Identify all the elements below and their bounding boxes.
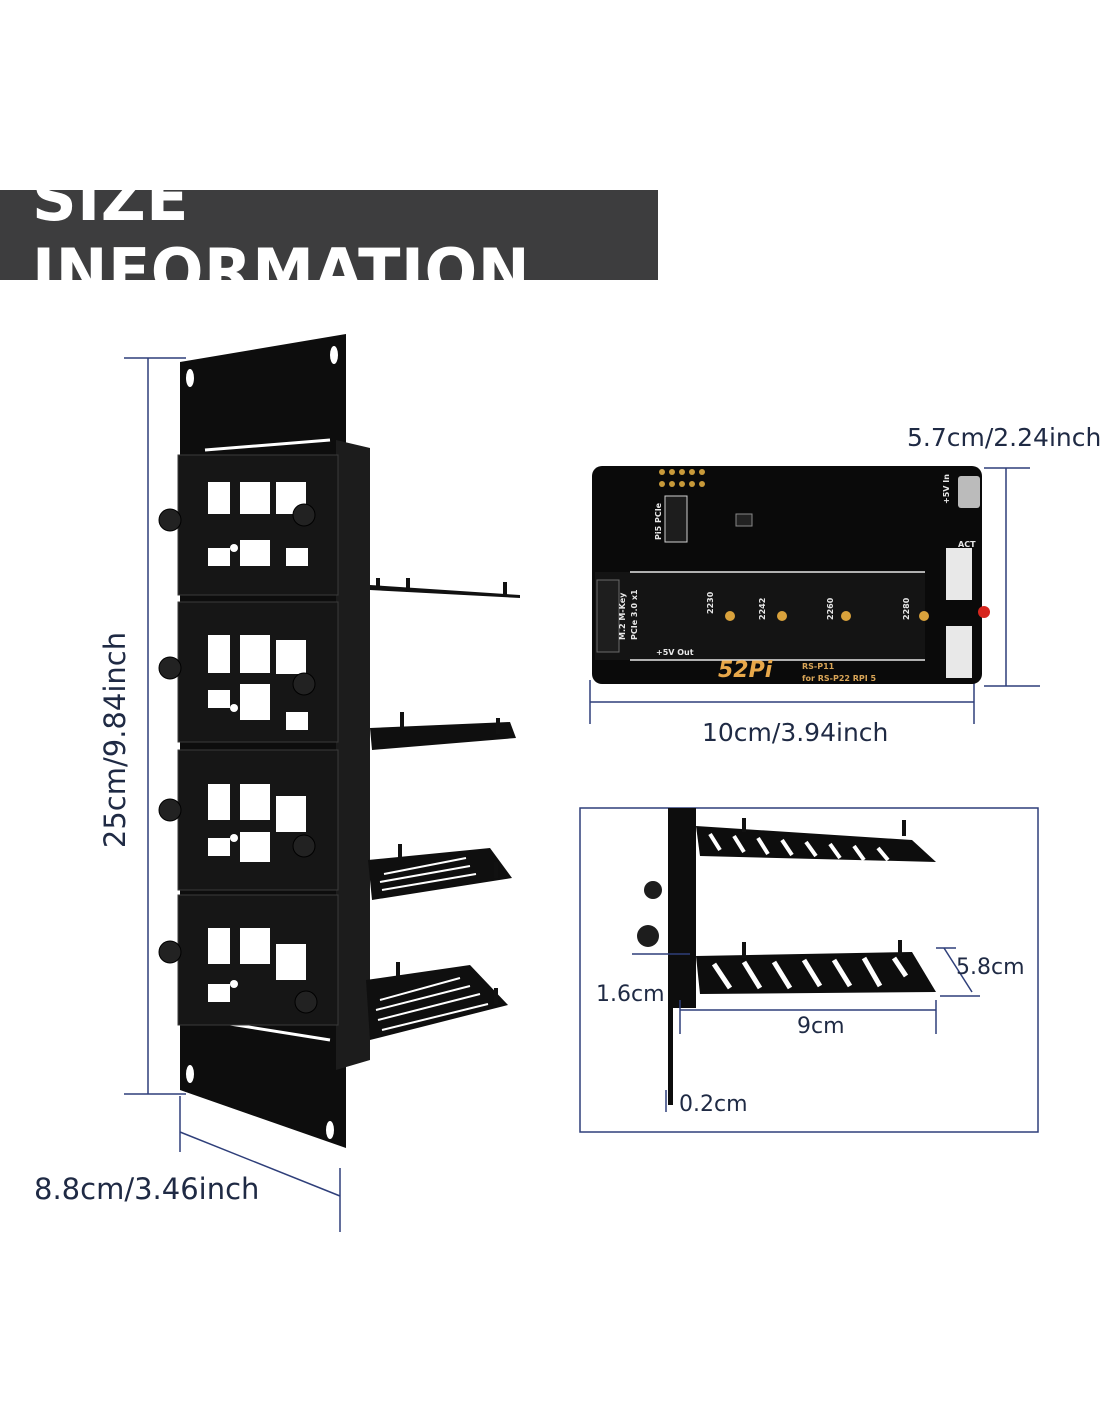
shelf-detail-dimension-lines	[632, 947, 980, 1112]
board-height-dimension-line	[984, 467, 1040, 687]
board-hole-2260: 2260	[826, 597, 835, 620]
board-act-label: ACT	[958, 540, 976, 549]
rack-height-label: 25cm/9.84inch	[98, 631, 132, 849]
rack-height-dimension-line	[124, 357, 186, 1095]
rack-shelf-4	[366, 962, 508, 1040]
rack-shelf-1	[370, 578, 520, 598]
rack-width-dimension-line	[179, 1096, 341, 1232]
rack-width-label: 8.8cm/3.46inch	[34, 1172, 260, 1206]
rack-module-2	[158, 601, 339, 743]
board-width-dimension-line	[589, 680, 975, 724]
board-logo: 52Pi	[718, 658, 773, 683]
board-hole-2280: 2280	[902, 597, 911, 620]
board-model-line2: for RS-P22 RPI 5	[802, 674, 877, 683]
board-slot-label-line1: M.2 M-Key	[618, 592, 627, 640]
shelf-width-label: 9cm	[797, 1014, 845, 1039]
rack-module-3	[158, 749, 339, 891]
board-hole-2230: 2230	[706, 591, 715, 614]
board-power-out-label: +5V Out	[656, 648, 694, 657]
standoff-label: 1.6cm	[596, 982, 665, 1007]
pcie-board	[592, 466, 990, 684]
shelf-detail-illustration	[637, 808, 936, 1105]
board-height-label: 5.7cm/2.24inch	[907, 423, 1100, 452]
board-power-in-label: +5V In	[942, 474, 951, 504]
rack-module-1	[158, 454, 339, 596]
board-connector-label: Pi5 PCIe	[654, 502, 663, 540]
board-hole-2242: 2242	[758, 597, 767, 620]
shelf-depth-label: 5.8cm	[956, 955, 1025, 980]
shelf-detail-frame	[579, 807, 1039, 1133]
board-slot-label-line2: PCIe 3.0 x1	[630, 589, 639, 640]
board-model-line1: RS-P11	[802, 662, 835, 671]
rack-shelf-2	[370, 712, 516, 750]
thickness-label: 0.2cm	[679, 1092, 748, 1117]
rack-shelf-3	[368, 844, 512, 900]
rack-module-4	[158, 894, 339, 1026]
board-width-label: 10cm/3.94inch	[702, 718, 889, 747]
